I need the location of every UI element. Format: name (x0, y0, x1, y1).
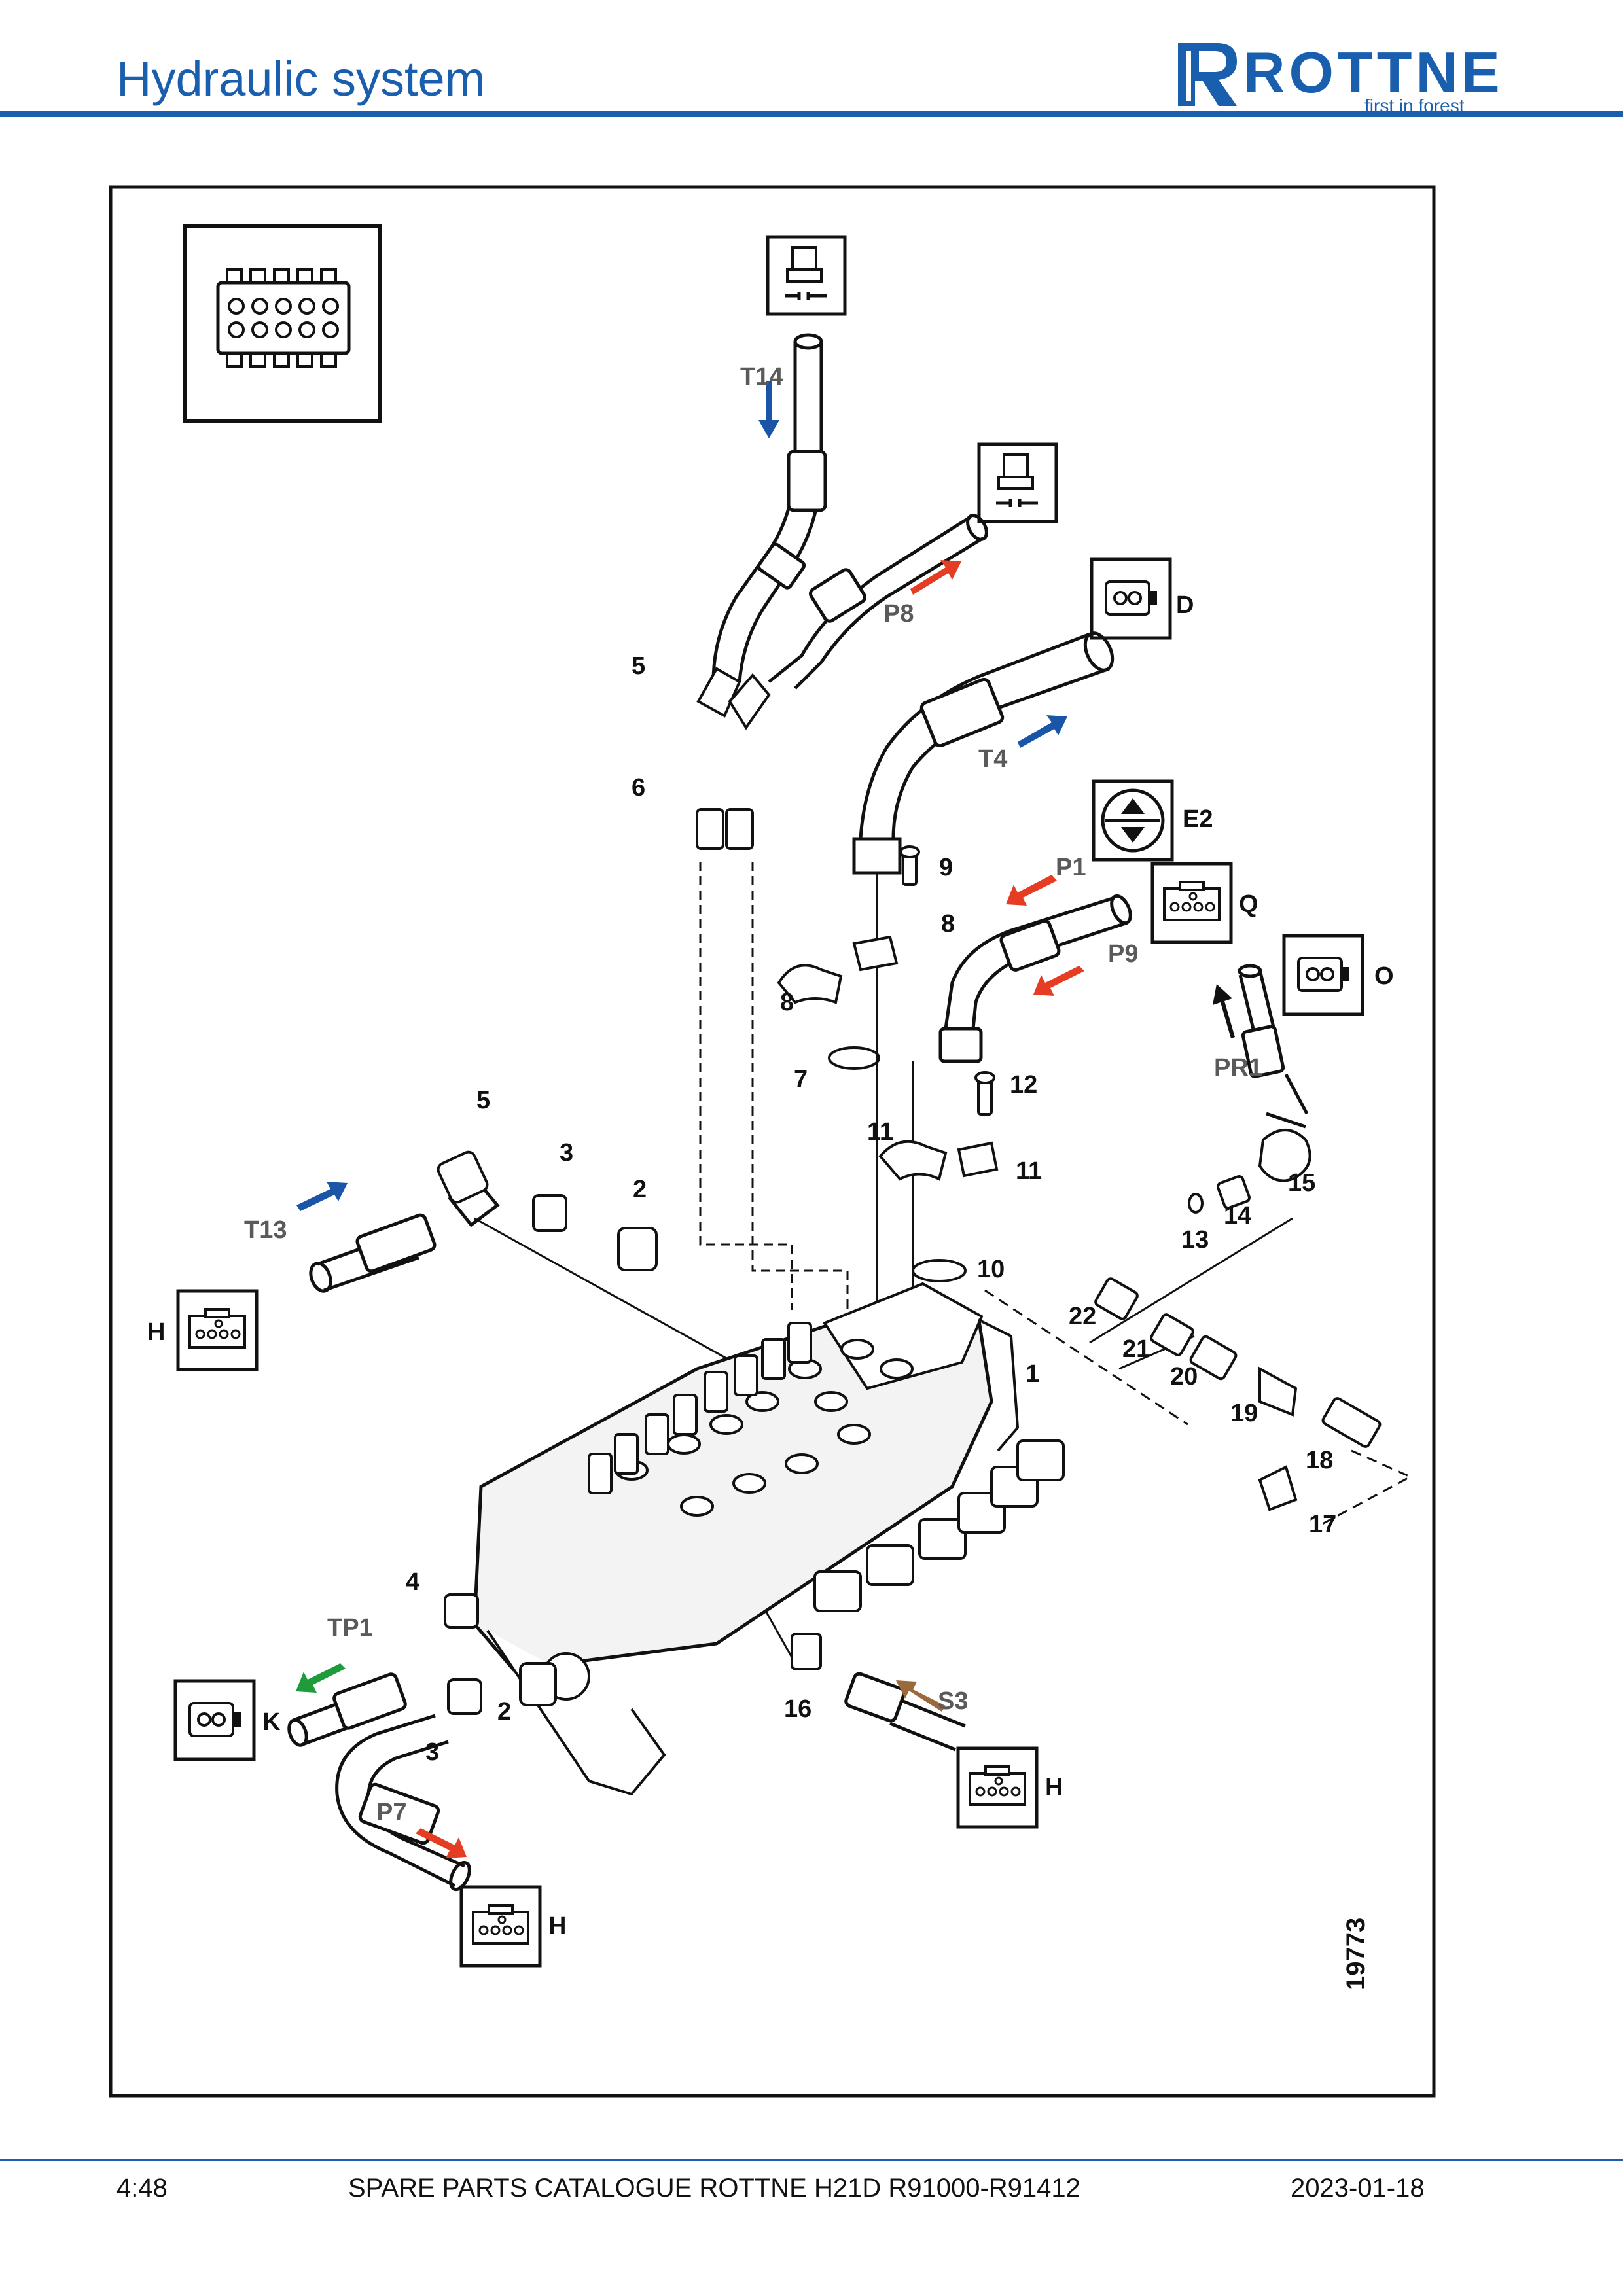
part-number-4: 4 (406, 1568, 419, 1596)
control-valve-block (473, 1282, 1065, 1796)
part-number-11: 11 (1016, 1157, 1042, 1185)
pressure-arrow-icon (416, 1828, 467, 1858)
part-number-11: 11 (867, 1118, 893, 1146)
machine-symbol-icon (979, 444, 1056, 521)
signal-arrow-icon (896, 1680, 946, 1712)
rottne-r-emblem-icon (1178, 43, 1237, 106)
pilot-arrow-icon (296, 1663, 346, 1693)
part-number-6: 6 (632, 774, 645, 802)
part-number-8: 8 (780, 989, 794, 1016)
pressure-arrow-icon (1006, 875, 1057, 906)
connector-labels: D E2 Q O H K H H (147, 592, 1394, 1940)
port-label-p7: P7 (376, 1799, 406, 1826)
port-labels: T14 P8 T4 P1 P9 PR1 T13 TP1 P7 S3 (244, 363, 1262, 1826)
part-number-5: 5 (632, 652, 645, 680)
part-number-15: 15 (1288, 1169, 1315, 1197)
connector-label-q: Q (1239, 891, 1258, 918)
tank-arrow-icon (758, 381, 779, 438)
connector-label-h: H (147, 1318, 165, 1346)
part-number-2: 2 (633, 1176, 647, 1203)
connector-4pin-icon (178, 1291, 257, 1369)
port-label-pr1: PR1 (1214, 1054, 1262, 1082)
port-label-t13: T13 (244, 1216, 287, 1244)
hydraulic-exploded-diagram: T14 P8 T4 P1 P9 PR1 T13 TP1 P7 S3 D E2 Q… (109, 185, 1436, 2098)
footer-catalogue-title: SPARE PARTS CATALOGUE ROTTNE H21D R91000… (348, 2174, 1080, 2202)
port-label-p1: P1 (1056, 854, 1086, 881)
tank-arrow-icon (296, 1182, 348, 1211)
part-number-9: 9 (939, 854, 953, 881)
part-number-12: 12 (1010, 1071, 1037, 1099)
footer-date: 2023-01-18 (1291, 2174, 1425, 2202)
part-number-1: 1 (1026, 1360, 1039, 1388)
part-number-10: 10 (977, 1256, 1005, 1283)
port-label-t14: T14 (740, 363, 783, 391)
part-number-callouts: 1 2 2 3 3 4 5 5 6 7 8 8 9 10 11 11 12 13… (406, 652, 1336, 1766)
connector-2pin-icon (1092, 559, 1170, 638)
brand-name: ROTTNE (1243, 40, 1504, 105)
connector-label-h: H (1045, 1774, 1063, 1801)
port-label-p9: P9 (1108, 940, 1138, 968)
connector-label-k: K (262, 1708, 281, 1736)
port-label-p8: P8 (883, 600, 914, 627)
pressure-arrow-icon (910, 560, 961, 595)
page-title: Hydraulic system (116, 52, 486, 106)
connector-label-h: H (548, 1913, 566, 1940)
direction-switch-icon (1092, 779, 1174, 862)
part-number-18: 18 (1306, 1447, 1333, 1474)
hoses (287, 333, 1309, 1892)
part-number-16: 16 (784, 1695, 812, 1723)
part-number-14: 14 (1224, 1202, 1251, 1229)
part-number-13: 13 (1181, 1226, 1209, 1254)
part-number-19: 19 (1230, 1400, 1258, 1427)
connector-4pin-icon (1152, 864, 1231, 942)
port-label-t4: T4 (978, 745, 1007, 773)
connector-4pin-icon (461, 1887, 540, 1966)
port-label-s3: S3 (938, 1687, 968, 1715)
connector-4pin-icon (958, 1748, 1037, 1827)
part-number-7: 7 (794, 1066, 808, 1093)
part-number-5: 5 (476, 1087, 490, 1114)
part-number-3: 3 (425, 1739, 439, 1766)
flow-arrows (296, 381, 1235, 1858)
part-number-22: 22 (1069, 1303, 1096, 1330)
connector-label-o: O (1374, 963, 1394, 990)
port-label-tp1: TP1 (327, 1614, 373, 1642)
drawing-number: 19773 (1342, 1918, 1370, 1990)
part-number-20: 20 (1170, 1363, 1198, 1390)
connector-label-d: D (1176, 592, 1194, 619)
machine-symbol-icon (768, 237, 845, 314)
part-number-21: 21 (1122, 1335, 1150, 1363)
drawing-frame (109, 185, 1436, 2098)
part-number-8: 8 (941, 910, 955, 938)
tank-arrow-icon (1018, 715, 1067, 748)
connector-2pin-icon (175, 1681, 254, 1759)
header-divider (0, 111, 1623, 117)
ten-pin-connector-icon (183, 224, 382, 423)
connector-label-e2: E2 (1183, 805, 1213, 833)
pr-arrow-icon (1213, 984, 1235, 1038)
part-number-17: 17 (1309, 1511, 1336, 1538)
pressure-arrow-icon (1033, 966, 1084, 996)
connector-2pin-icon (1284, 936, 1363, 1014)
footer-page-number: 4:48 (116, 2174, 168, 2202)
footer-divider (0, 2159, 1623, 2161)
fittings (437, 667, 1382, 1715)
brand-logo: ROTTNE first in forest (1171, 38, 1512, 116)
part-number-2: 2 (497, 1698, 511, 1725)
part-number-3: 3 (560, 1139, 573, 1167)
